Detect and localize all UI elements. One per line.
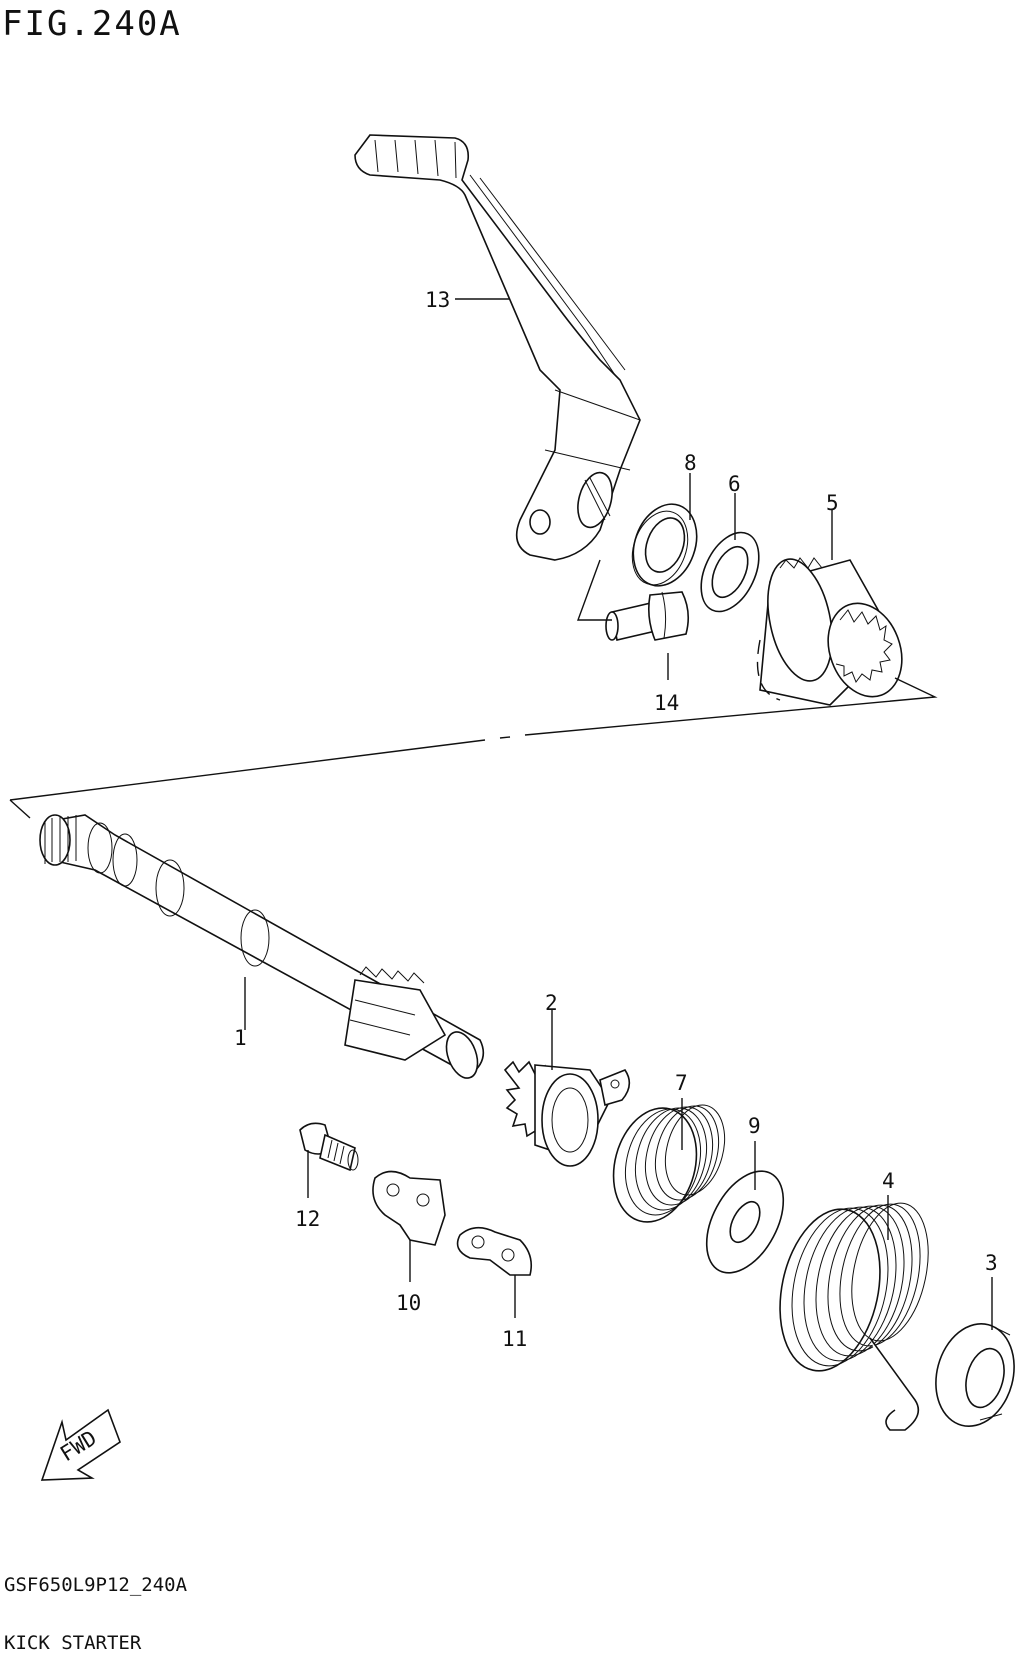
drive-gear-spring[interactable] [601, 1098, 734, 1231]
callout-6: 6 [728, 472, 741, 496]
washer[interactable] [690, 523, 771, 620]
oil-seal[interactable] [622, 495, 707, 594]
guide-bolt[interactable] [299, 1122, 359, 1172]
figure-title: FIG.240A [2, 4, 182, 44]
assembly-guide-line [9, 677, 938, 819]
kick-return-spring[interactable] [766, 1196, 940, 1431]
callout-11: 11 [502, 1327, 527, 1351]
guide-plate-upper[interactable] [372, 1170, 446, 1246]
callout-5: 5 [826, 491, 839, 515]
lever-bolt[interactable] [576, 559, 690, 641]
ratchet-guide[interactable] [756, 553, 915, 707]
kick-starter-shaft[interactable] [39, 814, 485, 1082]
callout-13: 13 [425, 288, 450, 312]
fwd-direction-arrow: FWD [40, 1408, 121, 1481]
callout-4: 4 [882, 1169, 895, 1193]
guide-plate-lower[interactable] [456, 1226, 533, 1276]
diagram-code: GSF650L9P12_240A [4, 1574, 188, 1596]
kick-drive-gear[interactable] [503, 1060, 631, 1167]
diagram-name: KICK STARTER [4, 1632, 142, 1654]
callout-3: 3 [985, 1251, 998, 1275]
callout-7: 7 [675, 1071, 688, 1095]
callout-10: 10 [396, 1291, 421, 1315]
callout-2: 2 [545, 991, 558, 1015]
spacer-washer[interactable] [691, 1158, 799, 1285]
kick-lever[interactable] [354, 134, 641, 561]
callout-7-8: 8 [684, 451, 697, 475]
callout-1: 1 [234, 1026, 247, 1050]
callout-14: 14 [654, 691, 679, 715]
retaining-ring[interactable] [925, 1315, 1025, 1435]
callout-leaders [244, 298, 993, 1330]
callout-9: 9 [748, 1114, 761, 1138]
callout-12: 12 [295, 1207, 320, 1231]
